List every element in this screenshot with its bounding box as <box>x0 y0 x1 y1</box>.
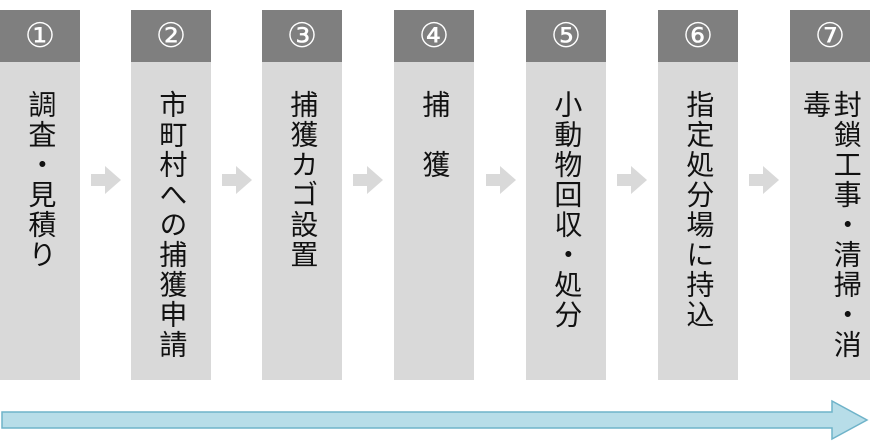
step-2-number: ② <box>131 10 211 62</box>
step-6: ⑥ 指定処分場に持込 <box>658 10 738 380</box>
connector-arrow-icon <box>222 166 252 194</box>
step-4-label: 捕 獲 <box>418 90 452 180</box>
step-6-number: ⑥ <box>658 10 738 62</box>
step-4: ④ 捕 獲 <box>394 10 474 380</box>
step-3: ③ 捕獲カゴ設置 <box>262 10 342 380</box>
step-2-label: 市町村への捕獲申請 <box>155 90 189 360</box>
connector-arrow-icon <box>749 166 779 194</box>
step-7-label: 封鎖工事・清掃・消毒 <box>799 90 863 360</box>
connector-arrow-icon <box>353 166 383 194</box>
step-6-label: 指定処分場に持込 <box>682 90 716 330</box>
connector-arrow-icon <box>486 166 516 194</box>
step-3-number: ③ <box>262 10 342 62</box>
step-1-number: ① <box>0 10 80 62</box>
step-1: ① 調査・見積り <box>0 10 80 380</box>
step-7-number: ⑦ <box>790 10 870 62</box>
step-5-label: 小動物回収・処分 <box>550 90 584 330</box>
step-5: ⑤ 小動物回収・処分 <box>526 10 606 380</box>
step-1-label: 調査・見積り <box>24 90 58 270</box>
flow-direction-arrow-icon <box>1 399 869 441</box>
connector-arrow-icon <box>91 166 121 194</box>
step-2: ② 市町村への捕獲申請 <box>131 10 211 380</box>
step-4-number: ④ <box>394 10 474 62</box>
step-5-number: ⑤ <box>526 10 606 62</box>
step-3-label: 捕獲カゴ設置 <box>286 90 320 270</box>
step-7: ⑦ 封鎖工事・清掃・消毒 <box>790 10 870 380</box>
connector-arrow-icon <box>617 166 647 194</box>
